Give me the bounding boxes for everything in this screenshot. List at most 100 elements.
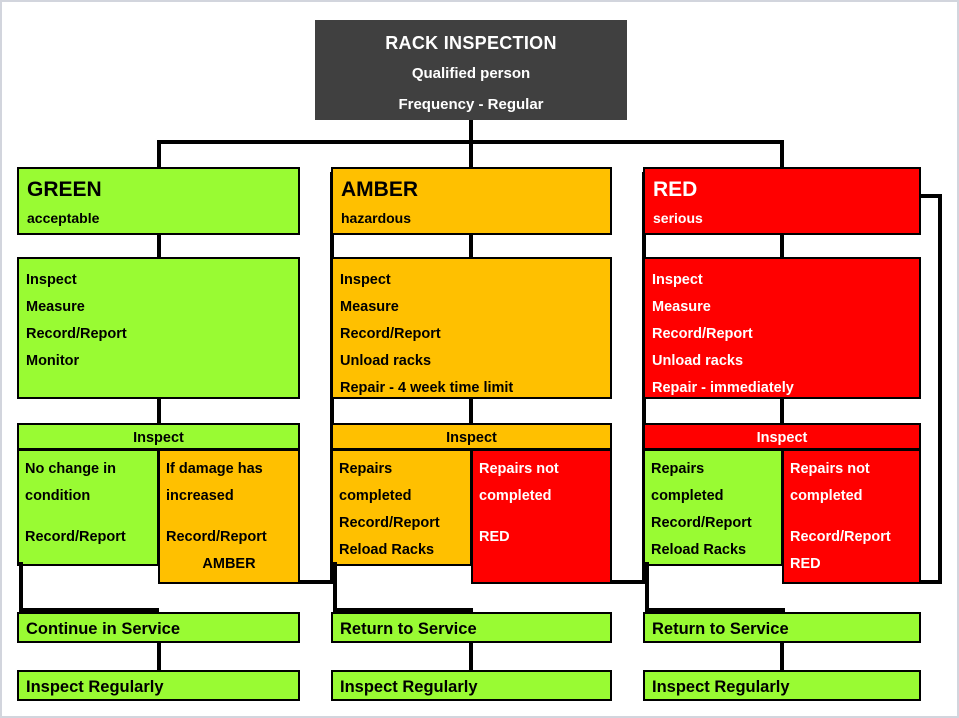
connector-red-head-to-actions bbox=[780, 235, 784, 258]
inspect-label: Inspect bbox=[756, 430, 808, 446]
action-line: Record/Report bbox=[652, 326, 753, 342]
category-name-green: GREEN bbox=[27, 178, 102, 201]
category-name-red: RED bbox=[653, 178, 698, 201]
subbox-line: Repairs not bbox=[479, 461, 559, 477]
subbox-line: completed bbox=[651, 488, 724, 504]
category-sub-green: acceptable bbox=[27, 210, 100, 226]
outcome-label: Continue in Service bbox=[26, 620, 181, 638]
outcome-bar-amber: Return to Service bbox=[331, 612, 612, 643]
connector-green-left-drop bbox=[19, 562, 23, 612]
action-line: Inspect bbox=[340, 272, 391, 288]
followup-bar-red: Inspect Regularly bbox=[643, 670, 921, 701]
category-sub-red: serious bbox=[653, 210, 703, 226]
outcome-bar-green: Continue in Service bbox=[17, 612, 300, 643]
action-line: Measure bbox=[340, 299, 399, 315]
subbox-line: completed bbox=[479, 488, 552, 504]
connector-green-actions-to-inspect bbox=[157, 399, 161, 424]
connector-red-escalate-h-top bbox=[919, 194, 942, 198]
category-header-red: RED serious bbox=[643, 167, 921, 235]
outcome-subbox-green-left: No change in condition Record/Report bbox=[17, 449, 159, 566]
connector-green-escalate-h-bottom bbox=[298, 580, 334, 584]
subbox-line: RED bbox=[790, 556, 821, 572]
category-header-green: GREEN acceptable bbox=[17, 167, 300, 235]
connector-down-red bbox=[780, 140, 784, 168]
action-line: Measure bbox=[652, 299, 711, 315]
followup-label: Inspect Regularly bbox=[340, 678, 478, 696]
outcome-bar-red: Return to Service bbox=[643, 612, 921, 643]
subbox-line: No change in bbox=[25, 461, 117, 477]
connector-amber-left-to-outcome bbox=[333, 608, 473, 612]
outcome-label: Return to Service bbox=[652, 620, 789, 638]
outcome-subbox-amber-right: Repairs not completed RED bbox=[471, 449, 612, 584]
subbox-line: condition bbox=[25, 488, 91, 504]
title-line-3: Frequency - Regular bbox=[398, 96, 544, 113]
connector-green-left-to-outcome bbox=[19, 608, 159, 612]
connector-red-escalate-v bbox=[938, 194, 942, 584]
connector-amber-head-to-actions bbox=[469, 235, 473, 258]
action-line: Unload racks bbox=[340, 353, 432, 369]
subbox-line: Reload Racks bbox=[651, 542, 747, 558]
actions-box-amber: Inspect Measure Record/Report Unload rac… bbox=[331, 257, 612, 399]
category-header-amber: AMBER hazardous bbox=[331, 167, 612, 235]
subbox-spacer bbox=[166, 510, 292, 524]
title-line-1: RACK INSPECTION bbox=[385, 33, 557, 53]
connector-amber-escalate-h-bottom bbox=[610, 580, 646, 584]
followup-label: Inspect Regularly bbox=[652, 678, 790, 696]
outcome-subbox-amber-left: Repairs completed Record/Report Reload R… bbox=[331, 449, 472, 566]
subbox-line: Record/Report bbox=[339, 515, 440, 531]
outcome-subbox-red-left: Repairs completed Record/Report Reload R… bbox=[643, 449, 783, 566]
connector-red-left-to-outcome bbox=[645, 608, 785, 612]
connector-amber-outcome-to-followup bbox=[469, 641, 473, 671]
action-line: Repair - immediately bbox=[652, 380, 794, 396]
connector-amber-left-drop bbox=[333, 562, 337, 612]
subbox-line: Record/Report bbox=[166, 529, 267, 545]
inspect-label: Inspect bbox=[133, 430, 184, 446]
connector-green-head-to-actions bbox=[157, 235, 161, 258]
inspect-strip-red: Inspect bbox=[643, 423, 921, 450]
action-line: Record/Report bbox=[340, 326, 441, 342]
subbox-line: Repairs bbox=[651, 461, 705, 477]
subbox-spacer bbox=[479, 510, 604, 524]
action-line: Measure bbox=[26, 299, 85, 315]
connector-title-down bbox=[469, 120, 473, 142]
connector-red-actions-to-inspect bbox=[780, 399, 784, 424]
inspect-strip-green: Inspect bbox=[17, 423, 300, 450]
subbox-line: increased bbox=[166, 488, 234, 504]
subbox-line: RED bbox=[479, 529, 510, 545]
action-line: Monitor bbox=[26, 353, 80, 369]
connector-down-amber bbox=[469, 140, 473, 168]
connector-green-outcome-to-followup bbox=[157, 641, 161, 671]
outcome-subbox-red-right: Repairs not completed Record/Report RED bbox=[782, 449, 921, 584]
inspect-strip-amber: Inspect bbox=[331, 423, 612, 450]
title-box: RACK INSPECTION Qualified person Frequen… bbox=[315, 20, 627, 120]
subbox-line: Repairs bbox=[339, 461, 393, 477]
connector-red-escalate-h-bottom bbox=[919, 580, 942, 584]
action-line: Repair - 4 week time limit bbox=[340, 380, 514, 396]
action-line: Inspect bbox=[652, 272, 703, 288]
title-line-2: Qualified person bbox=[411, 65, 531, 82]
subbox-line: If damage has bbox=[166, 461, 263, 477]
subbox-spacer bbox=[25, 510, 151, 524]
category-sub-amber: hazardous bbox=[341, 210, 412, 226]
connector-red-outcome-to-followup bbox=[780, 641, 784, 671]
action-line: Inspect bbox=[26, 272, 77, 288]
subbox-line: Record/Report bbox=[790, 529, 891, 545]
subbox-line: Reload Racks bbox=[339, 542, 435, 558]
subbox-spacer bbox=[790, 510, 913, 524]
actions-box-red: Inspect Measure Record/Report Unload rac… bbox=[643, 257, 921, 399]
category-name-amber: AMBER bbox=[341, 178, 418, 201]
connector-red-left-drop bbox=[645, 562, 649, 612]
connector-down-green bbox=[157, 140, 161, 168]
subbox-line: completed bbox=[790, 488, 863, 504]
subbox-line: AMBER bbox=[202, 556, 256, 572]
followup-bar-green: Inspect Regularly bbox=[17, 670, 300, 701]
action-line: Unload racks bbox=[652, 353, 744, 369]
outcome-label: Return to Service bbox=[340, 620, 477, 638]
followup-label: Inspect Regularly bbox=[26, 678, 164, 696]
connector-amber-actions-to-inspect bbox=[469, 399, 473, 424]
subbox-line: Repairs not bbox=[790, 461, 870, 477]
inspect-label: Inspect bbox=[446, 430, 497, 446]
subbox-line: Record/Report bbox=[25, 529, 126, 545]
actions-box-green: Inspect Measure Record/Report Monitor bbox=[17, 257, 300, 399]
